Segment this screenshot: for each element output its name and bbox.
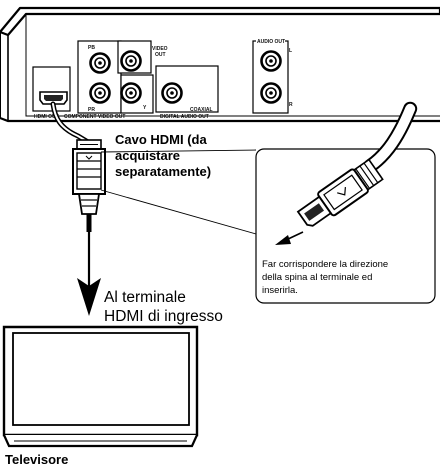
inset-note-line3: inserirla. <box>262 285 298 296</box>
pb-jack <box>89 52 111 74</box>
pr-jack <box>89 82 111 104</box>
inset-leader-top <box>100 149 257 153</box>
component-video-group <box>77 40 154 114</box>
terminal-label-line1: Al terminale <box>104 289 186 306</box>
hdmi-cable <box>50 101 106 232</box>
terminal-label-line2: HDMI di ingresso <box>104 308 223 325</box>
insert-direction-arrow-icon <box>275 231 304 245</box>
coaxial-group <box>155 65 219 113</box>
tv-label: Televisore <box>5 452 68 467</box>
inset-note-line2: della spina al terminale ed <box>262 272 372 283</box>
video-out-label-2: OUT <box>155 52 166 58</box>
cable-label-line2: acquistare <box>115 148 180 163</box>
television <box>2 325 199 448</box>
coaxial-label: COAXIAL <box>190 107 213 113</box>
audio-l-label: L <box>289 48 292 54</box>
cable-label-line1: Cavo HDMI (da <box>115 132 208 147</box>
player-back-panel <box>0 6 440 123</box>
detail-inset: Far corrispondere la direzione della spi… <box>255 101 436 304</box>
audio-r-label: R <box>289 102 293 108</box>
audio-out-label: AUDIO OUT <box>257 39 285 45</box>
inset-leader-bottom <box>100 189 257 235</box>
y-jack <box>120 82 142 104</box>
digital-audio-out-label: DIGITAL AUDIO OUT <box>160 114 209 120</box>
video-out-group <box>117 40 152 74</box>
video-out-label-1: VIDEO <box>152 46 168 52</box>
component-video-out-label: COMPONENT VIDEO OUT <box>64 114 125 120</box>
inset-note-line1: Far corrispondere la direzione <box>262 259 388 270</box>
audio-out-group <box>252 38 289 114</box>
y-label: Y <box>143 105 147 111</box>
down-arrow-icon <box>77 232 101 316</box>
pb-label: PB <box>88 45 95 51</box>
pr-label: PR <box>88 107 95 113</box>
hdmi-out-label: HDMI OUT <box>34 114 59 120</box>
cable-label-line3: separatamente) <box>115 164 211 179</box>
